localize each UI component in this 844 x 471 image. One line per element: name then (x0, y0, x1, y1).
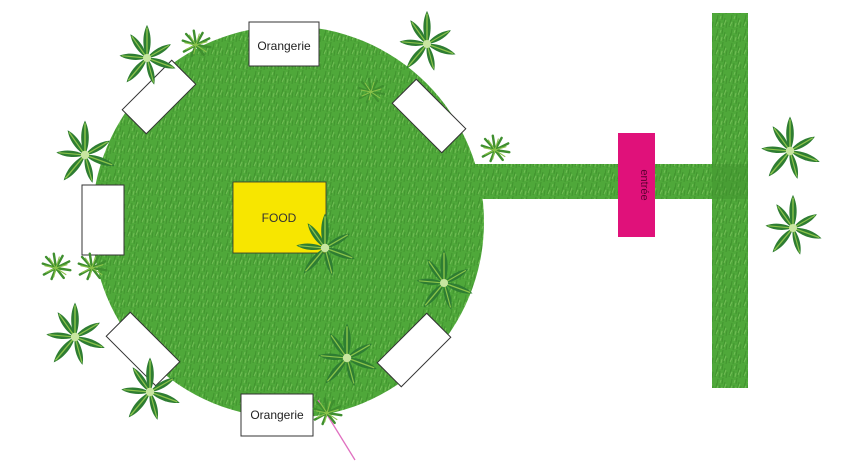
side-path-vertical (712, 13, 748, 388)
orangerie-bottom-label: Orangerie (250, 408, 304, 422)
palm-icon (41, 252, 72, 281)
banana-plant-icon (399, 11, 456, 72)
orangerie-bottom-box (240, 393, 314, 437)
orangerie-top-box (248, 21, 320, 67)
banana-plant-icon (761, 116, 821, 179)
pavilion-top-right (391, 78, 467, 154)
food-box (232, 181, 327, 254)
path-junction (712, 164, 748, 199)
entrance-path-horizontal (470, 164, 748, 199)
banana-plant-icon (46, 302, 106, 365)
orangerie-top-label: Orangerie (257, 39, 311, 53)
banana-plant-icon (765, 195, 822, 256)
entrance-box (618, 133, 655, 237)
pavilion-left (81, 184, 125, 256)
food-label: FOOD (262, 211, 297, 225)
pavilion-bottom-right (376, 312, 452, 388)
entrance-label: entrée (638, 169, 650, 200)
palm-icon (480, 134, 511, 163)
pavilion-top-left (121, 59, 197, 135)
pavilion-bottom-left (105, 311, 181, 387)
